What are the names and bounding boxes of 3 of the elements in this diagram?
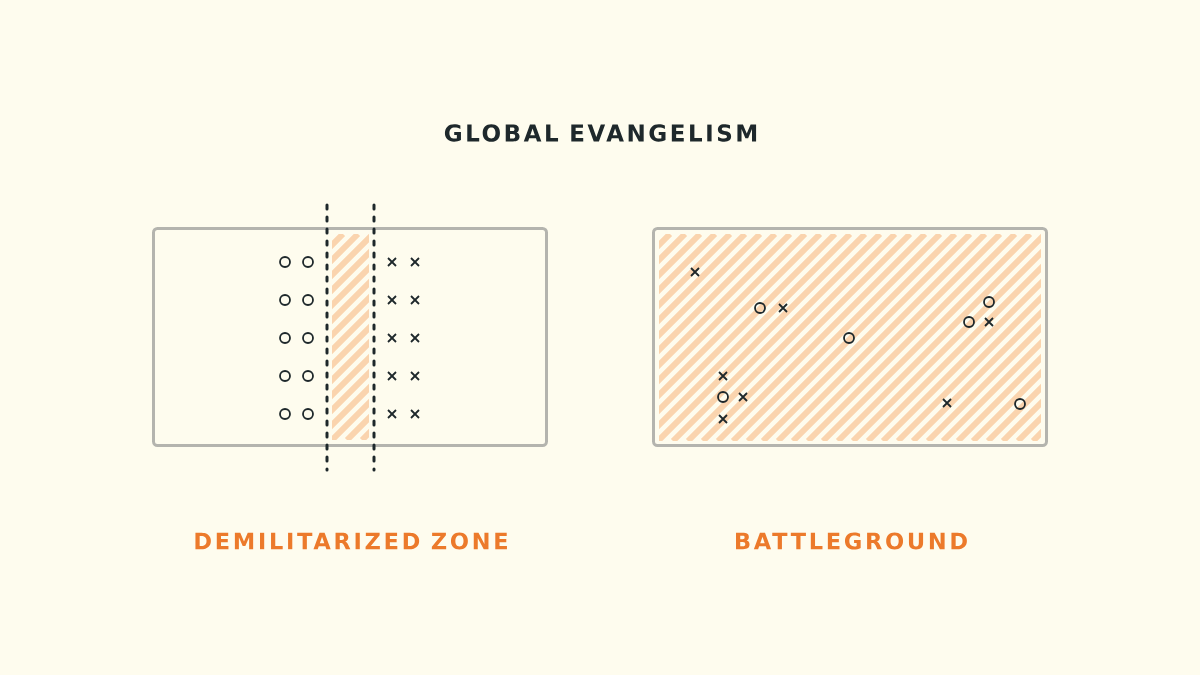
title: GLOBAL EVANGELISM	[444, 124, 757, 142]
panel-caption: BATTLEGROUND	[736, 532, 967, 550]
panel-caption: DEMILITARIZED ZONE	[195, 532, 507, 550]
